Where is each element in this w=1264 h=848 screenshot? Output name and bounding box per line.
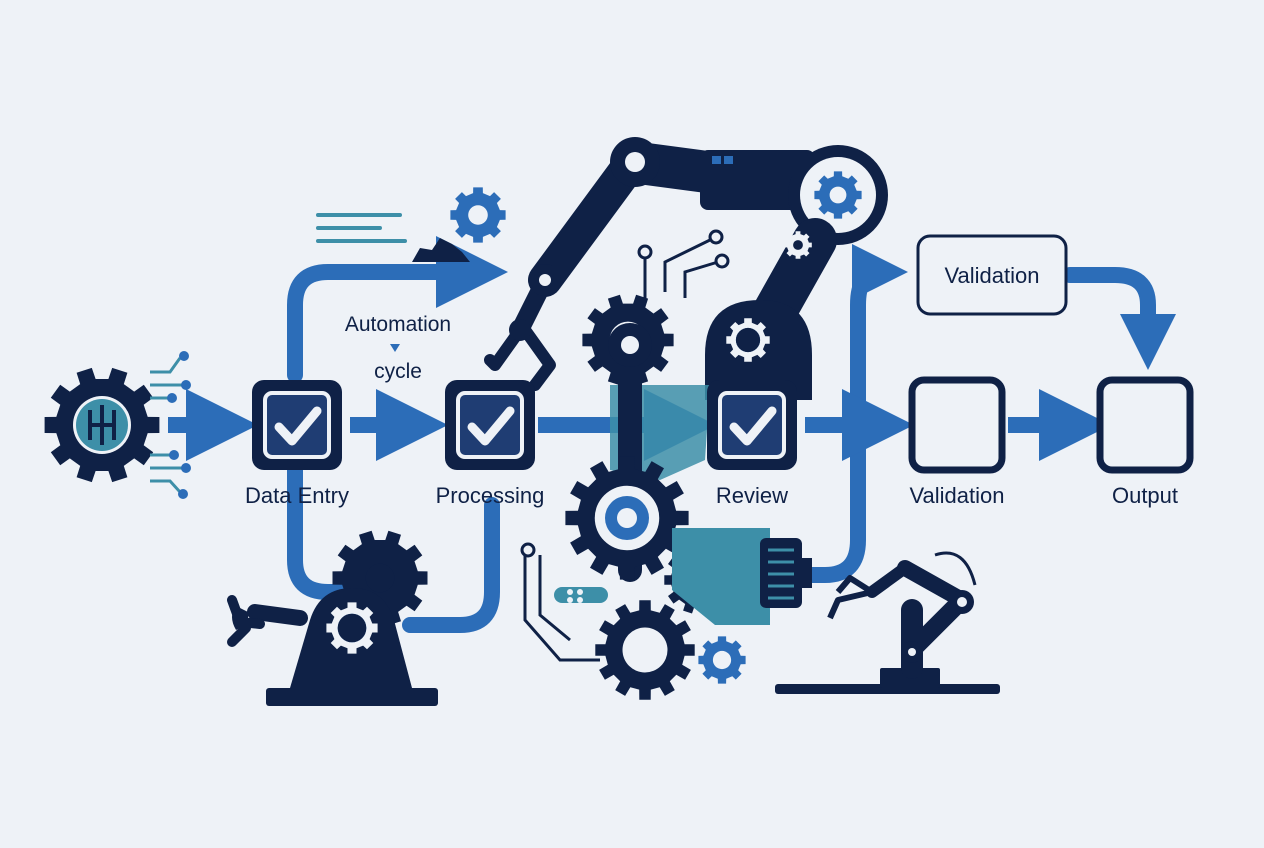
connector-dots-icon (554, 587, 608, 603)
checkmark-icon (729, 406, 777, 446)
annotation-arrow-icon (390, 344, 400, 352)
top-validation-label: Validation (945, 263, 1040, 288)
gear-hole (617, 508, 637, 528)
small-robot-arm-icon (775, 551, 1000, 694)
stage-box-data-entry[interactable] (252, 380, 342, 470)
gear-icon (698, 636, 746, 684)
lower-loop-right (402, 497, 500, 633)
stage-label-data-entry: Data Entry (245, 483, 349, 508)
checkmark-icon (467, 406, 515, 446)
circuit-traces-icon (520, 229, 730, 662)
top-validation-box[interactable]: Validation (916, 234, 1068, 316)
stage-labels: Data Entry Processing Review Validation … (245, 483, 1178, 508)
lower-loop-left (287, 437, 353, 600)
gear-icon (814, 171, 862, 219)
stage-boxes (252, 376, 1194, 474)
motor-icon (672, 528, 812, 625)
gear-icon (726, 318, 770, 362)
stage-box-output[interactable] (1096, 376, 1194, 474)
loop-paths (287, 236, 1176, 633)
gear-icon (595, 600, 695, 700)
wrench-icon (227, 595, 308, 647)
validation-to-output-arrow (1062, 267, 1176, 370)
stage-box-validation[interactable] (908, 376, 1006, 474)
stage-label-review: Review (716, 483, 788, 508)
robot-base-icon (266, 530, 438, 706)
automation-cycle-annotation: Automation cycle (345, 313, 451, 383)
gear-icon (565, 456, 689, 580)
mechanism-cluster (565, 294, 746, 700)
annotation-line2: cycle (374, 360, 422, 383)
validation-branch-arrow (802, 244, 908, 583)
gear-half-icon (412, 238, 470, 262)
stage-label-validation: Validation (910, 483, 1005, 508)
stage-box-review[interactable] (707, 380, 797, 470)
stage-box-processing[interactable] (445, 380, 535, 470)
gear-icon (450, 187, 506, 243)
speed-lines-icon (316, 213, 407, 243)
robot-arm-icon (484, 137, 888, 400)
stage-label-output: Output (1112, 483, 1178, 508)
gear-icon (784, 231, 812, 259)
stage-label-processing: Processing (436, 483, 545, 508)
gear-icon (326, 602, 378, 654)
upper-loop-arrow (287, 236, 508, 383)
gear-circuit-icon (44, 351, 191, 499)
checkmark-icon (274, 406, 322, 446)
annotation-line1: Automation (345, 313, 451, 336)
